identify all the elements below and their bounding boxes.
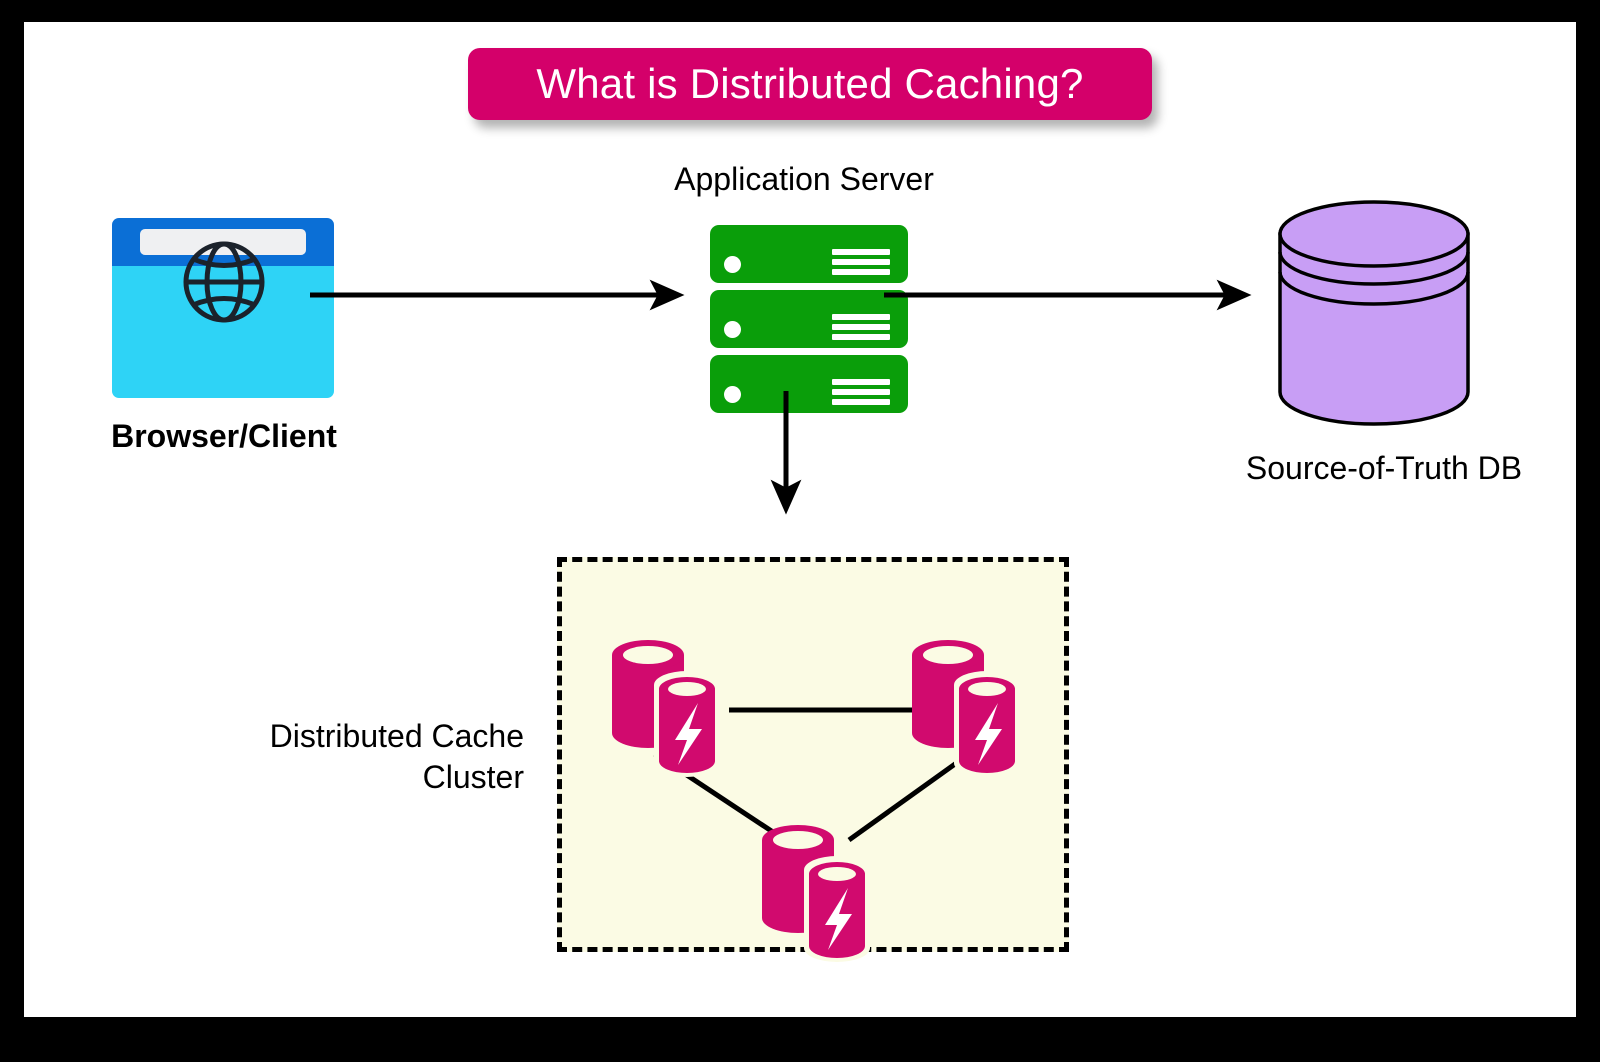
- db-disc-line: [1278, 251, 1470, 286]
- browser-client-label: Browser/Client: [111, 418, 337, 454]
- source-of-truth-db-label: Source-of-Truth DB: [1245, 450, 1523, 486]
- diagram-canvas: What is Distributed Caching? Browser/Cli…: [24, 22, 1576, 1017]
- diagram-page: What is Distributed Caching? Browser/Cli…: [24, 22, 1576, 1017]
- server-vent-lines-icon: [832, 249, 890, 275]
- server-status-led-icon: [724, 321, 741, 338]
- page-title: What is Distributed Caching?: [536, 60, 1084, 107]
- server-status-led-icon: [724, 256, 741, 273]
- browser-window-globe-icon: [112, 218, 334, 398]
- server-rack-unit: [710, 290, 908, 348]
- application-server-label: Application Server: [674, 161, 934, 197]
- database-cylinder-icon: [1278, 200, 1470, 426]
- browser-body: [112, 266, 334, 398]
- server-vent-lines-icon: [832, 314, 890, 340]
- distributed-cache-cluster-label: Distributed Cache Cluster: [269, 718, 524, 795]
- globe-icon: [183, 241, 265, 323]
- server-rack-unit: [710, 355, 908, 413]
- server-rack-unit: [710, 225, 908, 283]
- server-status-led-icon: [724, 386, 741, 403]
- cache-cluster-contents: [612, 640, 1020, 962]
- peer-link-topright-bottom: [847, 751, 971, 843]
- title-banner: What is Distributed Caching?: [468, 48, 1152, 120]
- cache-node: [912, 640, 1020, 777]
- server-vent-lines-icon: [832, 379, 890, 405]
- cache-node: [762, 825, 870, 962]
- db-disc-line: [1278, 271, 1470, 306]
- cache-node: [612, 640, 720, 777]
